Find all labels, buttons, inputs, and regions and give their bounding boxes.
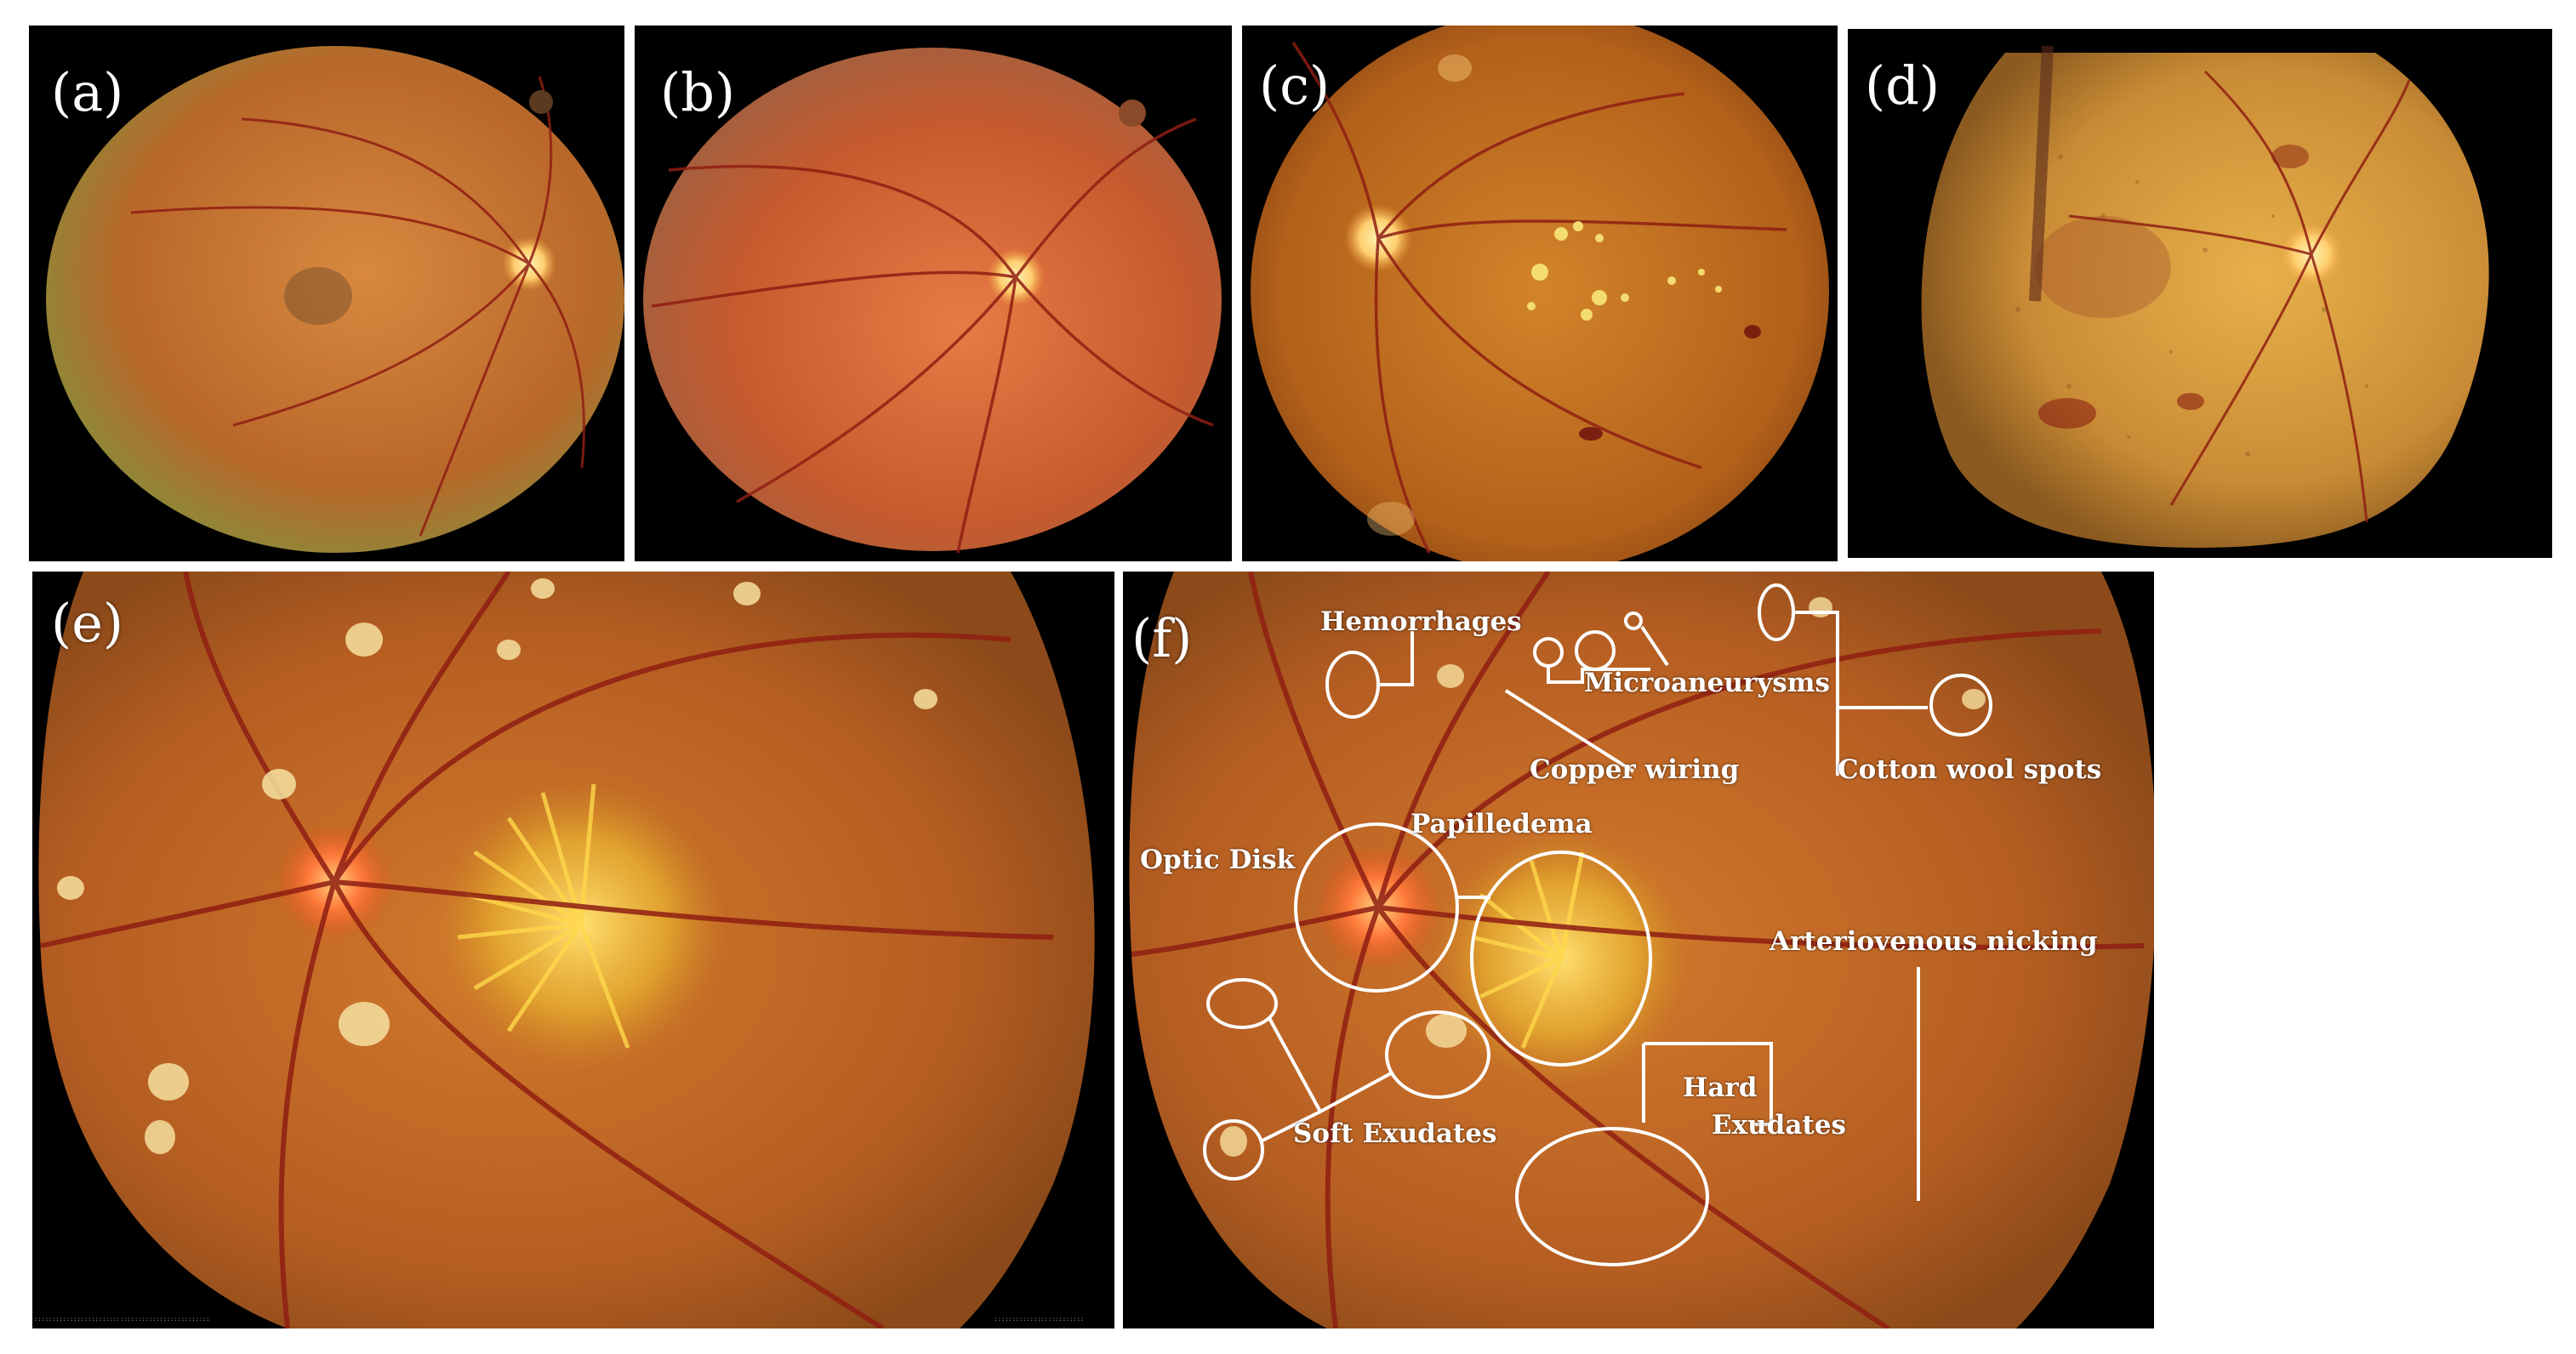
panel-b: (b) (635, 26, 1232, 561)
panel-c: (c) (1242, 26, 1838, 561)
image-footer-text: ::::::::::::::::::::::::: (994, 1316, 1084, 1323)
cotton-wool-leader (1793, 611, 1839, 776)
hard-exudates-circle (1515, 1127, 1709, 1266)
soft-exudate-circle (1385, 1010, 1490, 1099)
fundus-image-d (1921, 45, 2489, 548)
panel-label-b: (b) (660, 61, 736, 123)
label-papilledema: Papilledema (1411, 809, 1593, 839)
label-cotton-wool-spots: Cotton wool spots (1838, 754, 2102, 785)
panel-label-e: (e) (51, 592, 124, 654)
hemorrhage-leader (1378, 631, 1414, 686)
fundus-image-a (46, 46, 624, 553)
fundus-image-e (38, 572, 1095, 1328)
label-hard-exudates-1: Hard (1683, 1072, 1758, 1103)
soft-exudate-leader (1319, 1072, 1392, 1113)
panel-label-a: (a) (51, 61, 124, 123)
panel-f: (f) Hemorrhages Microaneurysms Copper wi… (1123, 572, 2154, 1328)
soft-exudate-circle (1203, 1119, 1264, 1180)
microaneurysm-circle (1624, 612, 1643, 630)
microaneurysm-leader (1547, 666, 1650, 684)
panel-d: (d) (1848, 29, 2552, 558)
fundus-image-f (1129, 572, 2154, 1328)
papilledema-circle (1470, 851, 1652, 1067)
label-soft-exudates: Soft Exudates (1293, 1118, 1497, 1149)
soft-exudate-circle (1206, 978, 1278, 1029)
label-hard-exudates-2: Exudates (1712, 1110, 1846, 1141)
panel-e: (e) ::::::::::::::::::::::::::::::::::::… (32, 572, 1114, 1328)
label-copper-wiring: Copper wiring (1530, 754, 1740, 785)
label-arteriovenous-nicking: Arteriovenous nicking (1770, 926, 2098, 957)
label-optic-disk: Optic Disk (1140, 845, 1296, 875)
soft-exudate-leader (1268, 1017, 1322, 1112)
microaneurysm-leader (1640, 625, 1669, 667)
fundus-image-b (643, 48, 1222, 554)
cotton-wool-circle (1929, 674, 1992, 737)
optic-disk-circle (1294, 822, 1459, 993)
panel-label-f: (f) (1131, 607, 1193, 669)
label-microaneurysms: Microaneurysms (1584, 668, 1830, 698)
fundus-image-c (1251, 26, 1829, 561)
hard-exudates-leader (1644, 1042, 1773, 1126)
copper-wiring-line (1504, 689, 1635, 773)
panel-label-d: (d) (1865, 54, 1941, 117)
panel-label-c: (c) (1259, 54, 1331, 117)
panel-a: (a) (29, 26, 624, 561)
image-footer-text: ::::::::::::::::::::::::::::::::::::::::… (34, 1316, 210, 1323)
soft-exudate-leader (1260, 1110, 1321, 1143)
label-hemorrhages: Hemorrhages (1320, 606, 1522, 637)
